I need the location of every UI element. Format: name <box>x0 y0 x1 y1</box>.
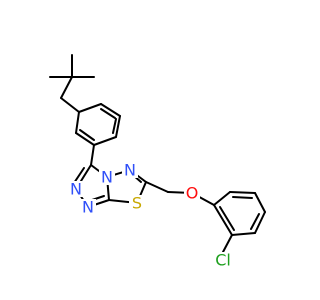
molecule-structure: N N N N S O Cl <box>49 54 266 270</box>
nitrogen-label: N <box>82 198 94 217</box>
bond <box>93 136 117 146</box>
bond <box>115 115 121 138</box>
bond <box>222 234 233 253</box>
bond <box>229 191 256 194</box>
bond <box>78 103 102 113</box>
bond <box>254 192 266 213</box>
bond <box>75 111 80 134</box>
chlorophenyl-ring <box>213 191 266 236</box>
bond <box>145 181 169 193</box>
atom-label-n-bridge: N <box>99 168 115 187</box>
atom-label-cl: Cl <box>211 251 235 270</box>
double-bond-inner <box>100 108 116 119</box>
atom-label-n-left1: N <box>68 180 84 199</box>
atom-label-n-top: N <box>122 161 138 180</box>
bond <box>60 76 73 99</box>
atom-label-s: S <box>129 194 145 213</box>
nitrogen-label: N <box>70 180 82 199</box>
bond <box>100 103 121 117</box>
bond <box>90 144 95 166</box>
bond <box>213 204 233 236</box>
oxygen-label: O <box>186 184 199 203</box>
bond <box>75 132 95 146</box>
chlorine-label: Cl <box>215 251 231 270</box>
double-bond-inner <box>219 206 235 231</box>
atom-label-o: O <box>184 184 200 203</box>
nitrogen-label: N <box>101 168 113 187</box>
bond <box>231 232 256 236</box>
double-bond-inner <box>250 213 260 230</box>
tert-butyl-group <box>49 54 95 99</box>
nitrogen-label: N <box>124 161 136 180</box>
double-bond-inner <box>112 118 117 134</box>
molecule-diagram: N N N N S O Cl <box>49 54 266 270</box>
bond <box>213 191 231 206</box>
sulfur-label: S <box>132 194 142 213</box>
atom-label-n-left2: N <box>80 198 96 217</box>
bond <box>254 211 266 234</box>
bond <box>60 97 80 113</box>
double-bond-inner <box>232 196 253 199</box>
phenyl-ring <box>60 97 121 146</box>
double-bond-inner <box>79 129 95 141</box>
